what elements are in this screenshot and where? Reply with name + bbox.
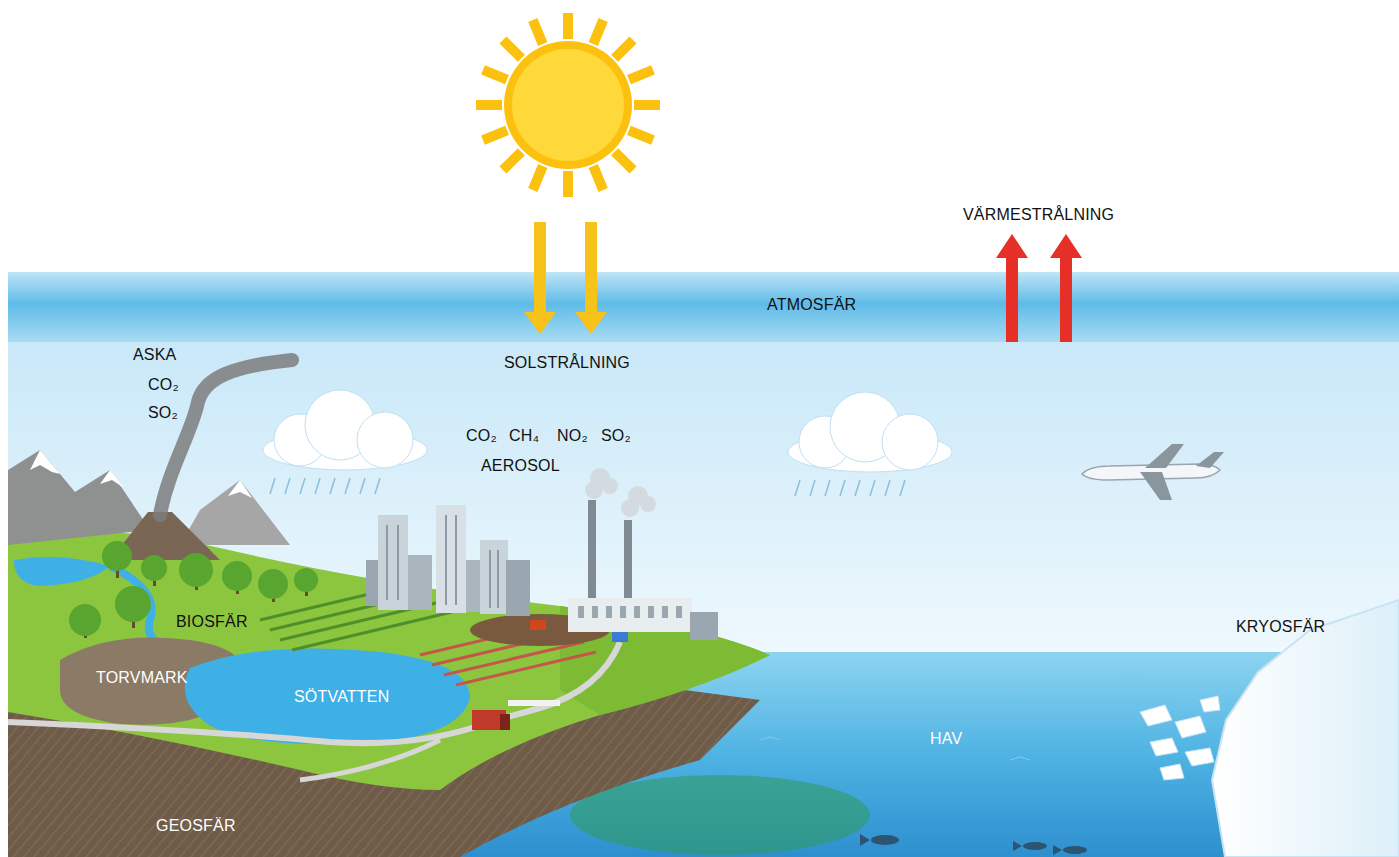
solar-radiation-label: SOLSTRÅLNING bbox=[504, 354, 630, 372]
aerosol-label: AEROSOL bbox=[481, 457, 560, 475]
gas-label: CH₄ bbox=[509, 427, 539, 445]
gas-label: SO₂ bbox=[148, 404, 178, 422]
cryosphere-label: KRYOSFÄR bbox=[1236, 618, 1325, 636]
gas-label: NO₂ bbox=[557, 427, 588, 445]
ash-label: ASKA bbox=[133, 346, 177, 364]
gas-label: CO₂ bbox=[148, 376, 179, 394]
gas-label: SO₂ bbox=[601, 427, 631, 445]
freshwater-label: SÖTVATTEN bbox=[294, 688, 389, 706]
gas-label: CO₂ bbox=[466, 427, 497, 445]
atmosphere-label: ATMOSFÄR bbox=[767, 296, 856, 314]
geosphere-label: GEOSFÄR bbox=[156, 817, 236, 835]
peat-label: TORVMARK bbox=[96, 669, 188, 687]
ocean-label: HAV bbox=[930, 730, 962, 748]
heat-radiation-label: VÄRMESTRÅLNING bbox=[963, 206, 1114, 224]
biosphere-label: BIOSFÄR bbox=[176, 613, 248, 631]
